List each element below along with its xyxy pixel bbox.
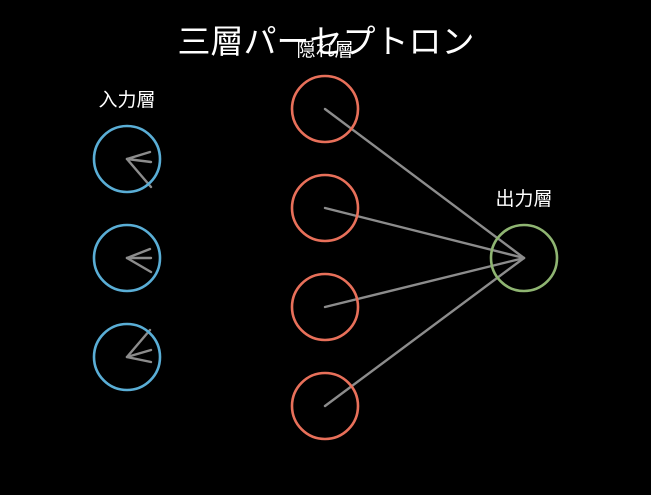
- input-node-3: [92, 322, 162, 392]
- input-node-2: [92, 223, 162, 293]
- hidden-node-4: [290, 371, 360, 441]
- edges-group: [125, 107, 526, 408]
- input-layer-label: 入力層: [98, 89, 155, 111]
- nodes-group: [92, 74, 559, 441]
- output-node-1: [489, 223, 559, 293]
- input-1-stroke-2: [125, 157, 153, 164]
- hidden-layer-label: 隠れ層: [296, 39, 353, 61]
- input-3-stroke-2: [125, 348, 153, 359]
- input-1-stroke-3: [125, 157, 153, 189]
- edge-hidden-1-to-output: [323, 107, 526, 260]
- input-3-stroke-1: [125, 328, 152, 359]
- input-2-stroke-1: [125, 247, 152, 260]
- diagram-title: 三層パーセプトロン: [178, 22, 475, 61]
- edge-hidden-4-to-output: [323, 256, 526, 408]
- input-1-stroke-1: [125, 150, 152, 161]
- output-layer-label: 出力層: [495, 188, 552, 210]
- hidden-node-1: [290, 74, 360, 144]
- input-2-stroke-3: [125, 256, 153, 274]
- input-3-stroke-3: [125, 355, 153, 364]
- hidden-node-3: [290, 272, 360, 342]
- edge-hidden-3-to-output: [323, 256, 526, 309]
- hidden-node-2: [290, 173, 360, 243]
- input-node-1: [92, 124, 162, 194]
- edge-hidden-2-to-output: [323, 206, 526, 260]
